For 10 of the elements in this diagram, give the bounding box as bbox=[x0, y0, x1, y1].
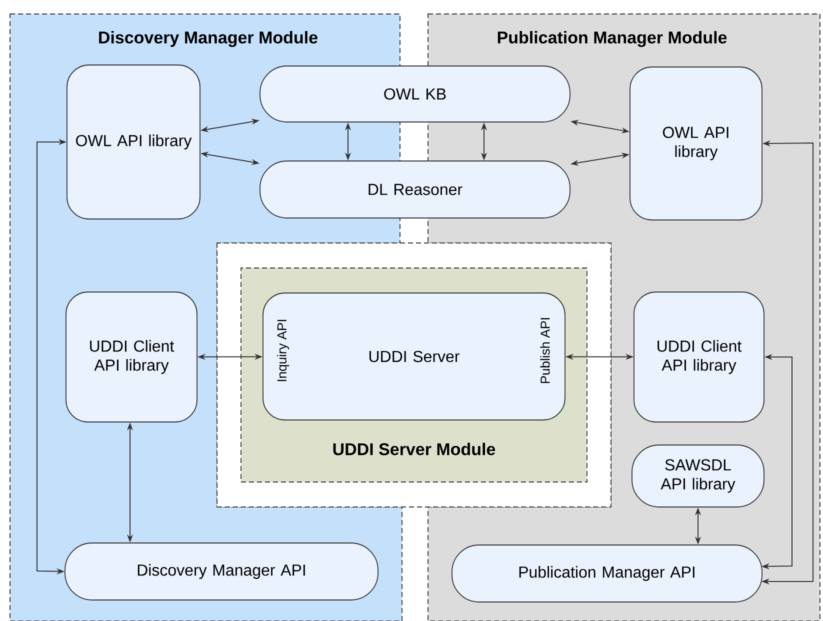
library-box: OWL API library bbox=[630, 66, 762, 220]
server-box: UDDI Server Inquiry API Publish API bbox=[262, 292, 566, 420]
component-pill: OWL KB bbox=[260, 66, 570, 122]
component-pill: Publication Manager API bbox=[452, 544, 762, 602]
library-box: UDDI Client API library bbox=[66, 292, 198, 422]
component-pill: DL Reasoner bbox=[260, 160, 570, 218]
component-pill: Discovery Manager API bbox=[64, 542, 378, 600]
library-box: OWL API library bbox=[66, 64, 200, 220]
library-box: UDDI Client API library bbox=[634, 292, 764, 422]
component-pill: SAWSDL API library bbox=[632, 444, 764, 508]
